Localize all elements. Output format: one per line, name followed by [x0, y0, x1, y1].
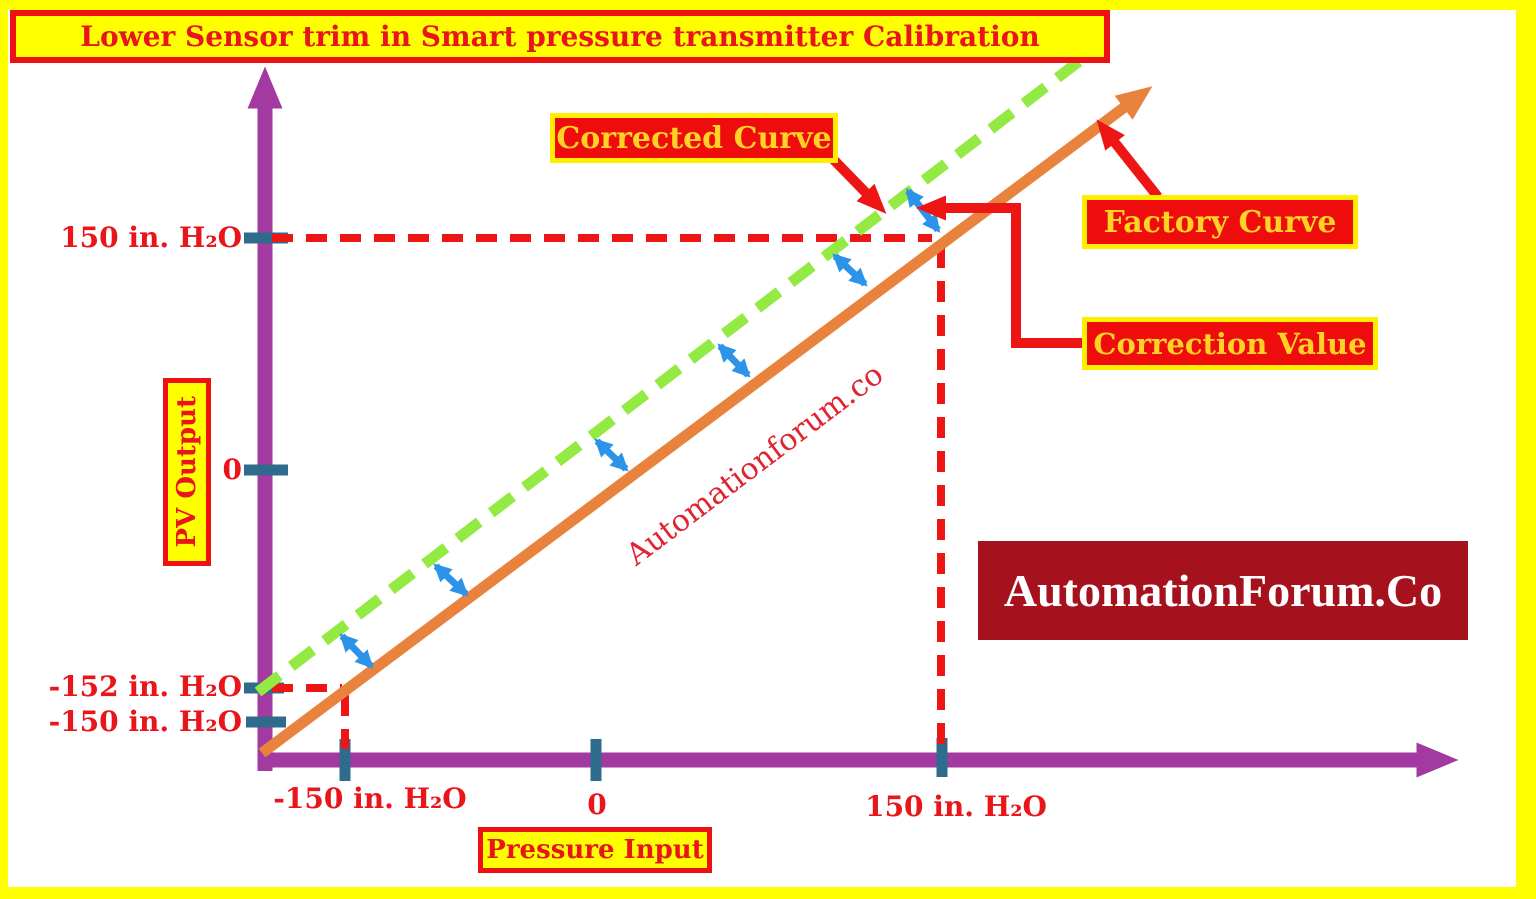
- x-axis-title-box: Pressure Input: [478, 827, 712, 873]
- correction-value-pointer-arrow: [916, 195, 1082, 348]
- factory-curve-pointer-arrow: [1096, 119, 1162, 201]
- y-axis-title-box: PV Output: [163, 378, 211, 566]
- factory-curve-label: Factory Curve: [1103, 204, 1337, 240]
- correction-arrow-5: [832, 253, 868, 287]
- correction-value-callout: Correction Value: [1082, 317, 1378, 370]
- y-tick-label-0: 0: [222, 453, 242, 486]
- x-tick-label-150: 150 in. H₂O: [865, 790, 1047, 823]
- x-tick-label-0: 0: [587, 788, 607, 821]
- correction-arrow-3: [594, 438, 629, 472]
- corrected-curve-callout: Corrected Curve: [550, 113, 838, 163]
- correction-arrow-2: [433, 563, 469, 597]
- corrected-curve-label: Corrected Curve: [556, 120, 832, 156]
- x-axis-title: Pressure Input: [486, 835, 704, 865]
- x-tick-label-neg150: -150 in. H₂O: [273, 782, 467, 815]
- corrected-curve-pointer-arrow: [829, 155, 887, 214]
- y-tick-label-150: 150 in. H₂O: [60, 221, 242, 254]
- brand-banner: AutomationForum.Co: [978, 541, 1468, 640]
- page-title: Lower Sensor trim in Smart pressure tran…: [80, 20, 1040, 53]
- y-tick-label-neg152: -152 in. H₂O: [48, 670, 242, 703]
- correction-arrow-4: [717, 343, 751, 378]
- factory-curve-callout: Factory Curve: [1082, 195, 1358, 249]
- brand-banner-text: AutomationForum.Co: [1003, 565, 1443, 616]
- correction-value-label: Correction Value: [1093, 326, 1367, 361]
- y-axis-title: PV Output: [172, 396, 202, 548]
- correction-arrow-6: [905, 188, 941, 233]
- factory-curve-line: [258, 86, 1153, 758]
- y-tick-label-neg150: -150 in. H₂O: [48, 705, 242, 738]
- title-box: Lower Sensor trim in Smart pressure tran…: [10, 10, 1110, 63]
- corrected-curve-line: [254, 54, 1086, 697]
- correction-arrow-1: [339, 633, 374, 669]
